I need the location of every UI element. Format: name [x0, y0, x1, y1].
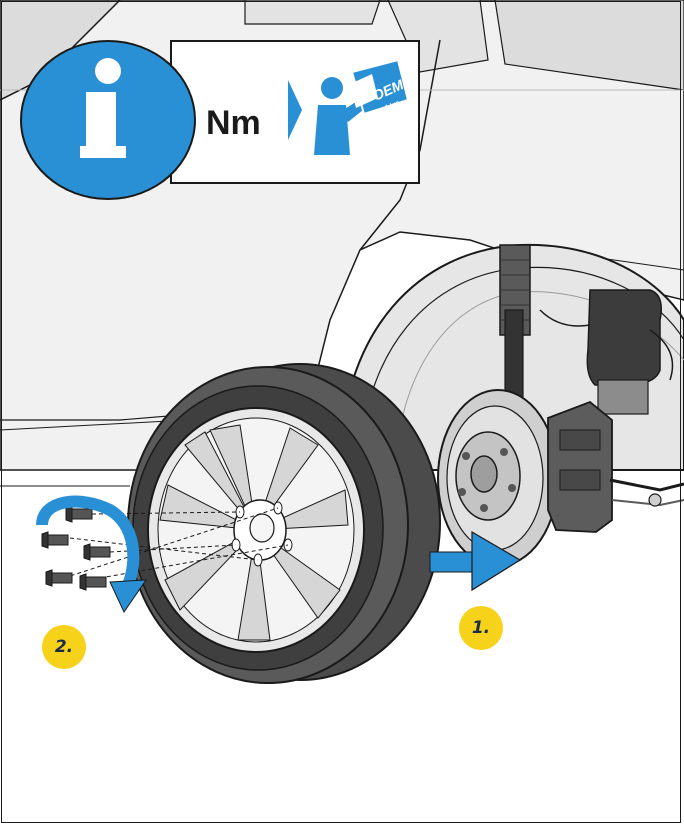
info-i-glyph: [78, 58, 138, 168]
control-arm: [610, 480, 684, 506]
wheel-bolts: [42, 506, 110, 590]
torque-unit-label: Nm: [206, 104, 261, 143]
alloy-rim: [148, 408, 364, 652]
step-1-badge: 1.: [459, 606, 503, 650]
brake-caliper: [548, 402, 612, 532]
step-2-badge: 2.: [42, 625, 86, 669]
brake-disc: [438, 390, 558, 566]
